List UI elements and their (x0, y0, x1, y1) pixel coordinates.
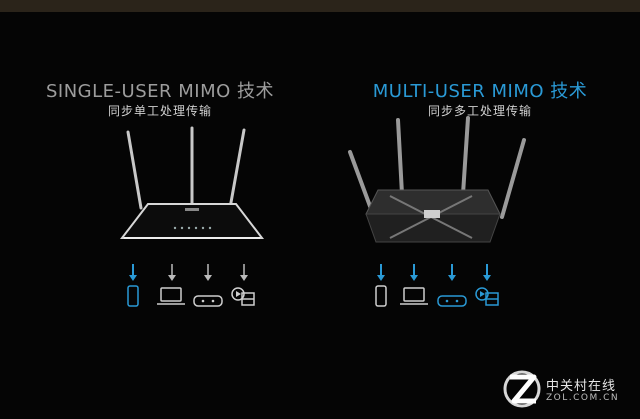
antenna (228, 128, 246, 210)
single-user-mimo-panel: SINGLE-USER MIMO 技术 同步单工处理传输 (0, 12, 320, 419)
antenna (126, 130, 143, 210)
panel-subtitle: 同步单工处理传输 (107, 104, 212, 118)
device-icons (375, 264, 499, 307)
gamepad-icon (437, 295, 467, 307)
down-arrow-icon (448, 275, 456, 281)
device-icons (127, 264, 255, 307)
antenna (500, 138, 526, 219)
down-arrow-icon (204, 275, 212, 281)
laptop-icon (403, 287, 425, 302)
brand-logo (424, 210, 440, 218)
smartphone-icon (375, 285, 387, 307)
watermark-name: 中关村在线 (546, 379, 617, 394)
down-arrow-icon (240, 275, 248, 281)
antenna (396, 118, 404, 196)
zol-watermark: 中关村在线 ZOL.COM.CN (500, 365, 632, 413)
down-arrow-icon (377, 275, 385, 281)
brand-logo (185, 208, 199, 211)
down-arrow-icon (168, 275, 176, 281)
down-arrow-icon (129, 275, 137, 281)
top-strip (0, 0, 640, 12)
gamepad-icon (193, 295, 223, 307)
zol-logo-icon (503, 370, 541, 408)
multi-user-mimo-panel: MULTI-USER MIMO 技术 同步多工处理传输 (320, 12, 640, 419)
laptop-icon (160, 287, 182, 302)
router-body (119, 203, 265, 239)
watermark-domain: ZOL.COM.CN (546, 393, 620, 403)
smartphone-icon (127, 285, 139, 307)
antenna (461, 116, 470, 196)
video-icon (475, 287, 489, 301)
router-illustration (348, 116, 526, 243)
comparison-graphic: SINGLE-USER MIMO 技术 同步单工处理传输 (0, 12, 640, 419)
panel-title: SINGLE-USER MIMO 技术 (45, 81, 274, 102)
video-icon (231, 287, 245, 301)
status-leds (173, 226, 212, 230)
panel-title: MULTI-USER MIMO 技术 (372, 81, 588, 102)
panel-subtitle: 同步多工处理传输 (427, 104, 532, 118)
down-arrow-icon (483, 275, 491, 281)
down-arrow-icon (410, 275, 418, 281)
router-illustration (119, 126, 265, 239)
